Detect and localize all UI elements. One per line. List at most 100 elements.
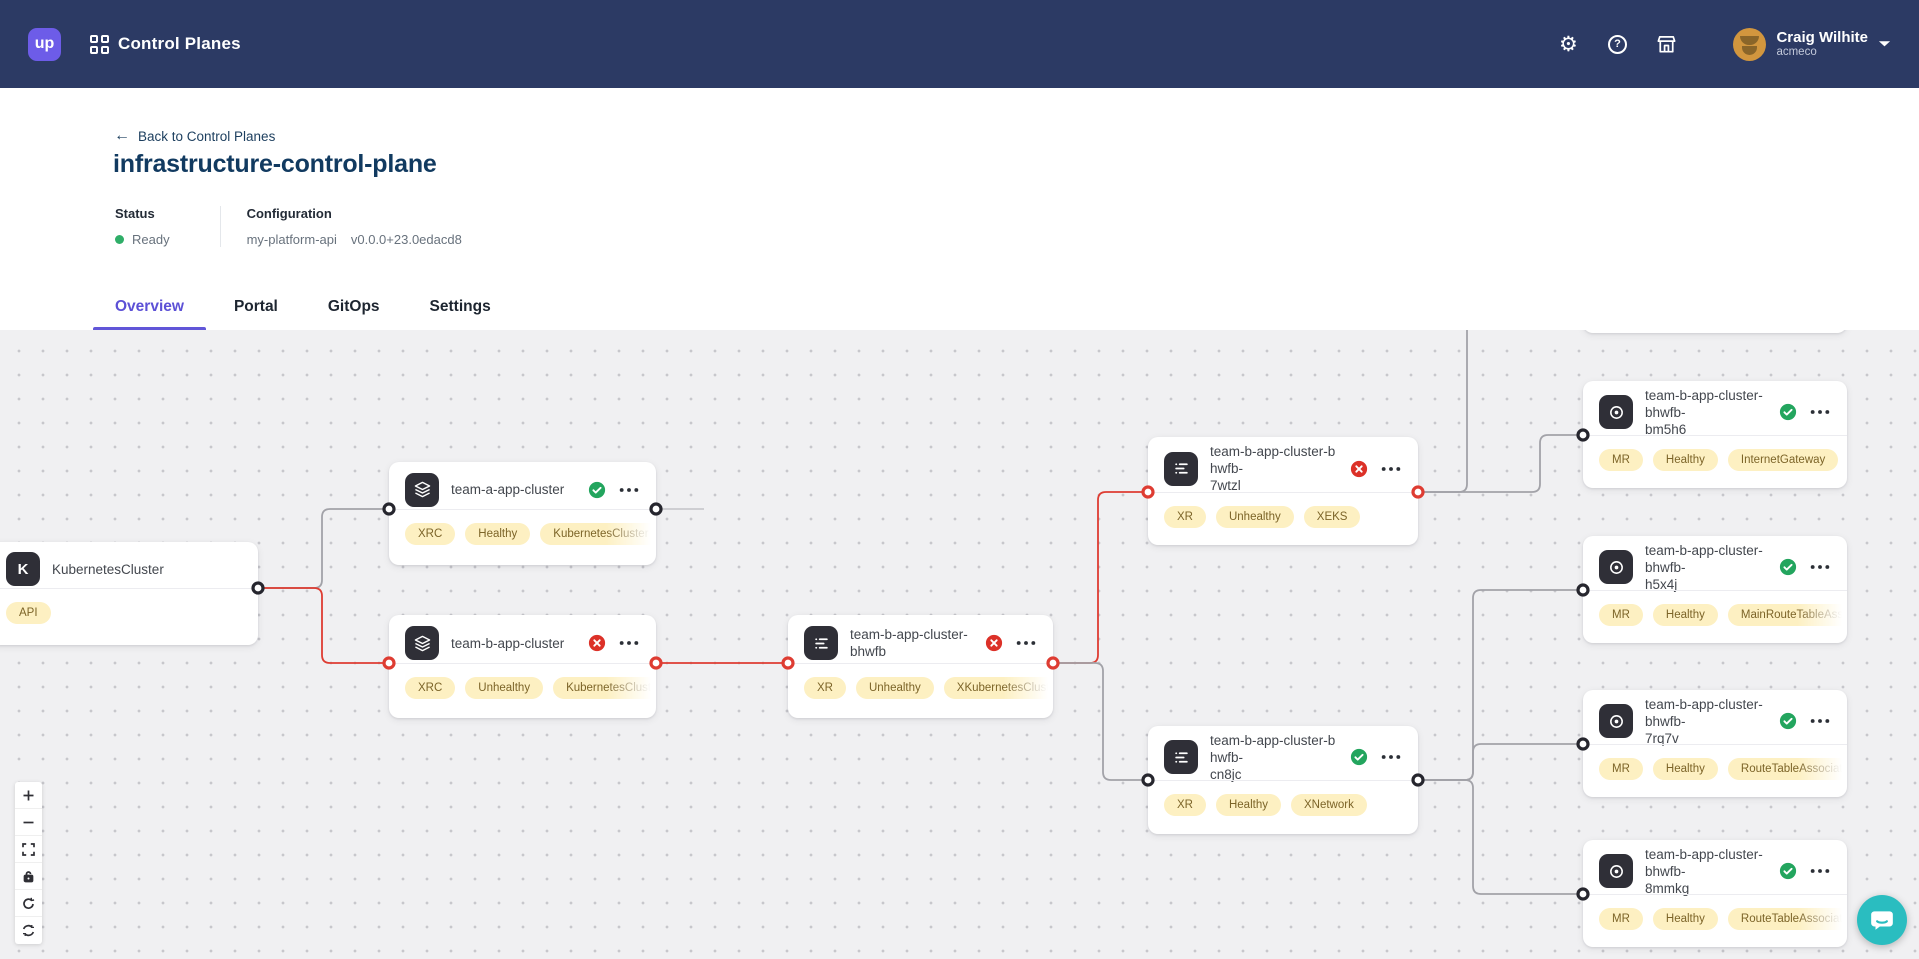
tab-overview[interactable]: Overview	[93, 283, 206, 330]
badge: RouteTableAssociation	[1727, 908, 1847, 930]
node-menu-button[interactable]	[1809, 563, 1831, 571]
badge: XRC	[405, 523, 456, 545]
node-menu-button[interactable]	[1809, 867, 1831, 875]
graph-edge	[1418, 589, 1583, 781]
settings-icon[interactable]: ⚙	[1559, 32, 1578, 56]
status-healthy-icon	[588, 481, 606, 499]
badge: Healthy	[1652, 604, 1718, 626]
badge: Healthy	[1652, 758, 1718, 780]
tab-portal[interactable]: Portal	[233, 297, 278, 315]
graph-edge	[258, 508, 389, 589]
configuration-block: Configuration my-platform-api v0.0.0+23.…	[246, 206, 462, 247]
node-menu-button[interactable]	[618, 486, 640, 494]
status-value: Ready	[132, 232, 170, 247]
xr-resource-icon	[1164, 451, 1198, 486]
fit-view-button[interactable]	[15, 836, 42, 863]
node-menu-button[interactable]	[1380, 465, 1402, 473]
tab-settings[interactable]: Settings	[429, 297, 491, 315]
chat-launcher-button[interactable]	[1857, 895, 1907, 945]
badge: MR	[1599, 908, 1643, 930]
badge: XNetwork	[1290, 794, 1367, 816]
badge: XKubernetesCluster	[943, 677, 1053, 699]
kubernetes-resource-icon: K	[6, 552, 40, 586]
node-menu-button[interactable]	[1380, 753, 1402, 761]
node-title: team-b-app-cluster-bhwfb-7wtzl	[1210, 444, 1336, 493]
badge: Healthy	[465, 523, 531, 545]
node-title: team-b-app-cluster-bhwfb-bm5h6	[1645, 387, 1763, 437]
badge: XR	[1164, 794, 1206, 816]
badge-row: XR Unhealthy XKubernetesCluster	[804, 677, 1053, 699]
upbound-logo[interactable]: up	[28, 27, 61, 61]
mr-resource-icon	[1599, 854, 1633, 888]
badge: KubernetesCluster	[553, 677, 656, 699]
layers-resource-icon	[405, 626, 439, 660]
refresh-button[interactable]	[15, 917, 42, 944]
zoom-out-button[interactable]	[15, 809, 42, 836]
lock-button[interactable]	[15, 863, 42, 890]
tab-gitops[interactable]: GitOps	[327, 297, 380, 315]
meta-row: Status Ready Configuration my-platform-a…	[115, 206, 462, 247]
node-title: team-b-app-cluster-bhwfb-cn8jc	[1210, 732, 1336, 782]
zoom-in-button[interactable]	[15, 782, 42, 809]
app-title: Control Planes	[118, 34, 241, 53]
status-healthy-icon	[1779, 558, 1797, 576]
tab-bar: Overview Portal GitOps Settings	[93, 283, 513, 330]
status-healthy-icon	[1779, 862, 1797, 880]
node-menu-button[interactable]	[1015, 639, 1037, 647]
node-title: team-b-app-cluster-bhwfb-h5x4j	[1645, 542, 1763, 592]
avatar	[1733, 27, 1767, 61]
xr-resource-icon	[804, 626, 838, 660]
node-menu-button[interactable]	[618, 639, 640, 647]
node-menu-button[interactable]	[1809, 717, 1831, 725]
meta-divider	[219, 206, 221, 247]
node-title: team-b-app-cluster-bhwfb-7rq7v	[1645, 696, 1763, 746]
node-divider	[788, 663, 1053, 664]
config-name: my-platform-api	[246, 232, 337, 247]
status-ready-dot	[115, 235, 124, 244]
graph-edge	[258, 587, 389, 664]
status-block: Status Ready	[115, 206, 170, 247]
page-title: infrastructure-control-plane	[113, 150, 437, 178]
user-menu[interactable]: Craig Wilhite acmeco	[1733, 27, 1891, 61]
top-navbar: up Control Planes ⚙ ?	[0, 0, 1919, 88]
badge: MR	[1599, 604, 1643, 626]
badge: XR	[804, 677, 846, 699]
badge: XR	[1164, 506, 1206, 528]
chat-bubble-icon	[1871, 911, 1893, 930]
node-menu-button[interactable]	[1809, 408, 1831, 416]
graph-node-partial-node-top	[1583, 330, 1847, 333]
node-divider	[1148, 780, 1418, 781]
badge: MR	[1599, 758, 1643, 780]
marketplace-icon[interactable]	[1654, 32, 1678, 56]
back-link[interactable]: ← Back to Control Planes	[114, 127, 276, 144]
help-icon[interactable]: ?	[1605, 32, 1629, 56]
control-planes-grid-icon	[90, 34, 109, 54]
node-title: team-a-app-cluster	[451, 482, 565, 497]
node-title: team-b-app-cluster-bhwfb-8mmkg	[1645, 846, 1763, 896]
node-divider	[1583, 894, 1847, 895]
node-divider	[1583, 435, 1847, 436]
status-healthy-icon	[1350, 748, 1368, 766]
status-unhealthy-icon	[1350, 460, 1368, 478]
badge: Unhealthy	[855, 677, 934, 699]
chevron-down-icon	[1878, 41, 1891, 47]
badge: Unhealthy	[1215, 506, 1294, 528]
graph-edge	[1418, 434, 1583, 493]
rotate-button[interactable]	[15, 890, 42, 917]
status-healthy-icon	[1779, 712, 1797, 730]
